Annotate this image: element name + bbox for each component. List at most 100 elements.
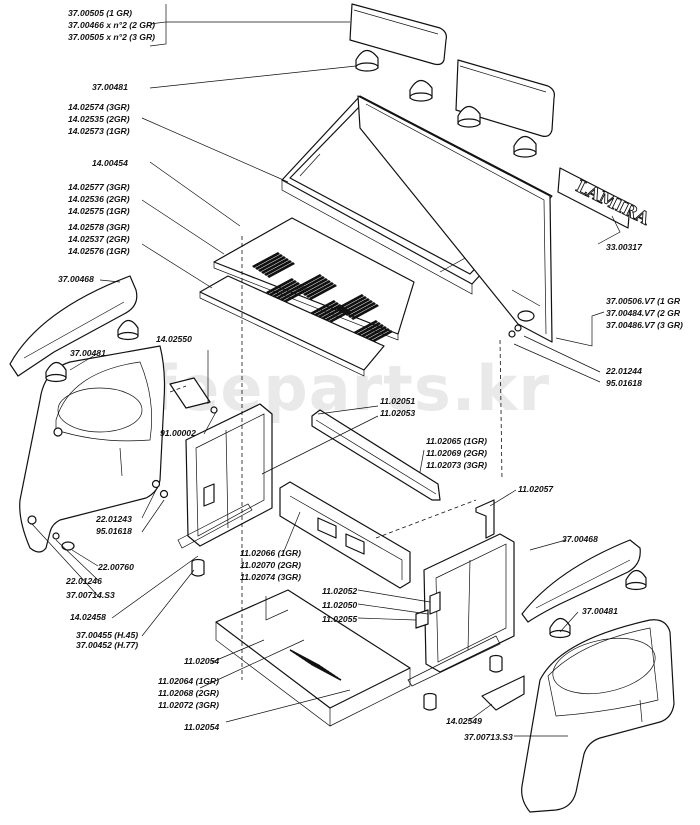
grille-slot	[267, 262, 295, 278]
back-panel	[357, 95, 553, 343]
label-14-02458: 14.02458	[70, 612, 106, 622]
grille-slot	[345, 300, 373, 316]
label-37-00505-1gr: 37.00505 (1 GR)	[68, 8, 132, 18]
left-trim-foot-1	[117, 319, 139, 341]
grille-slot	[308, 300, 336, 316]
label-14-02577: 14.02577 (3GR)	[68, 182, 130, 192]
grille-slot	[261, 258, 289, 274]
label-11-02051: 11.02051	[380, 396, 415, 406]
grille-slot	[269, 280, 297, 296]
foot-right-back	[489, 654, 503, 673]
left-trim-foot-2	[45, 361, 67, 383]
right-trim-foot-1	[625, 569, 647, 591]
label-11-02069: 11.02069 (2GR)	[426, 448, 487, 458]
grille-slot	[306, 282, 334, 298]
right-side-panel	[521, 619, 675, 813]
label-14-02578: 14.02578 (3GR)	[68, 222, 130, 232]
cup-warmer-panel-left	[349, 3, 447, 66]
left-frame-upright	[169, 377, 273, 549]
label-11-02070: 11.02070 (2GR)	[240, 560, 301, 570]
part-labels: 37.00505 (1 GR) 37.00466 x n°2 (2 GR) 37…	[58, 8, 683, 742]
grille-slot	[300, 278, 328, 294]
label-33-00317: 33.00317	[606, 242, 643, 252]
grille-slot	[255, 254, 283, 270]
label-22-00760: 22.00760	[97, 562, 134, 572]
screw-left-3	[52, 532, 60, 540]
bumper-left	[61, 541, 75, 551]
label-22-01244: 22.01244	[605, 366, 642, 376]
grille-slot	[297, 276, 325, 292]
leader-lines	[31, 4, 621, 737]
base-pan	[215, 589, 411, 727]
grille-slot	[339, 296, 367, 312]
small-bracket	[475, 499, 495, 539]
label-14-02574: 14.02574 (3GR)	[68, 102, 130, 112]
label-14-02535: 14.02535 (2GR)	[68, 114, 130, 124]
label-95-01618-right: 95.01618	[606, 378, 642, 388]
label-37-00466: 37.00466 x n°2 (2 GR)	[68, 20, 155, 30]
label-37-00481-top: 37.00481	[92, 82, 128, 92]
bracket-foot-4	[513, 135, 537, 158]
label-95-01618-left: 95.01618	[96, 526, 132, 536]
corner-bracket	[481, 675, 525, 711]
left-side-panel	[19, 345, 166, 553]
grille-slot	[272, 282, 300, 298]
label-37-00468-left: 37.00468	[58, 274, 94, 284]
foot-left-front	[191, 558, 205, 577]
grille-slot	[266, 278, 294, 294]
screw-back-2	[514, 324, 522, 332]
label-14-02537: 14.02537 (2GR)	[68, 234, 130, 244]
label-11-02057: 11.02057	[518, 484, 554, 494]
label-91-00002: 91.00002	[160, 428, 196, 438]
brand-logo: LAMIRA	[557, 167, 654, 230]
label-14-02576: 14.02576 (1GR)	[68, 246, 130, 256]
drip-tray-grille	[213, 217, 415, 346]
bracket-foot-3	[457, 105, 481, 128]
left-upper-trim	[9, 275, 138, 377]
label-37-00506: 37.00506.V7 (1 GR	[606, 296, 681, 306]
bracket-foot-1	[355, 49, 379, 72]
label-14-00454: 14.00454	[92, 158, 128, 168]
label-37-00713-s3: 37.00713.S3	[464, 732, 513, 742]
grille-slot	[252, 252, 280, 268]
label-14-02549: 14.02549	[446, 716, 482, 726]
grille-slot	[311, 302, 339, 318]
label-37-00481-right: 37.00481	[582, 606, 618, 616]
label-11-02053: 11.02053	[380, 408, 415, 418]
label-11-02072: 11.02072 (3GR)	[158, 700, 219, 710]
label-37-00481-left: 37.00481	[70, 348, 106, 358]
grille-slot	[342, 298, 370, 314]
drip-tray	[199, 275, 385, 377]
grille-slot	[348, 302, 376, 318]
screw-back-1	[508, 330, 516, 338]
label-37-00505-3gr: 37.00505 x n°2 (3 GR)	[68, 32, 155, 42]
label-37-00468-right: 37.00468	[562, 534, 598, 544]
label-11-02055: 11.02055	[322, 614, 357, 624]
grille-slot	[303, 280, 331, 296]
label-11-02064: 11.02064 (1GR)	[158, 676, 219, 686]
label-14-02536: 14.02536 (2GR)	[68, 194, 130, 204]
grille-slot	[294, 274, 322, 290]
label-11-02054-top: 11.02054	[184, 656, 219, 666]
label-11-02054-bottom: 11.02054	[184, 722, 219, 732]
base-vent-slot	[310, 663, 342, 681]
label-37-00486: 37.00486.V7 (3 GR)	[606, 320, 683, 330]
grille-slot	[264, 260, 292, 276]
label-11-02066: 11.02066 (1GR)	[240, 548, 301, 558]
label-37-00455: 37.00455 (H.45)	[76, 630, 138, 640]
grille-slot	[309, 284, 337, 300]
label-37-00714-s3: 37.00714.S3	[66, 590, 115, 600]
guide-line-3	[375, 499, 477, 539]
label-14-02575: 14.02575 (1GR)	[68, 206, 130, 216]
right-trim-foot-2	[549, 617, 571, 639]
grille-slot	[258, 256, 286, 272]
right-frame-upright	[407, 533, 515, 687]
label-37-00452: 37.00452 (H.77)	[76, 640, 138, 650]
label-11-02050: 11.02050	[322, 600, 357, 610]
label-11-02052: 11.02052	[322, 586, 357, 596]
label-37-00484: 37.00484.V7 (2 GR	[606, 308, 681, 318]
screw-left-2	[159, 489, 169, 499]
bracket-foot-2	[409, 79, 433, 102]
grille-slot	[350, 320, 378, 336]
